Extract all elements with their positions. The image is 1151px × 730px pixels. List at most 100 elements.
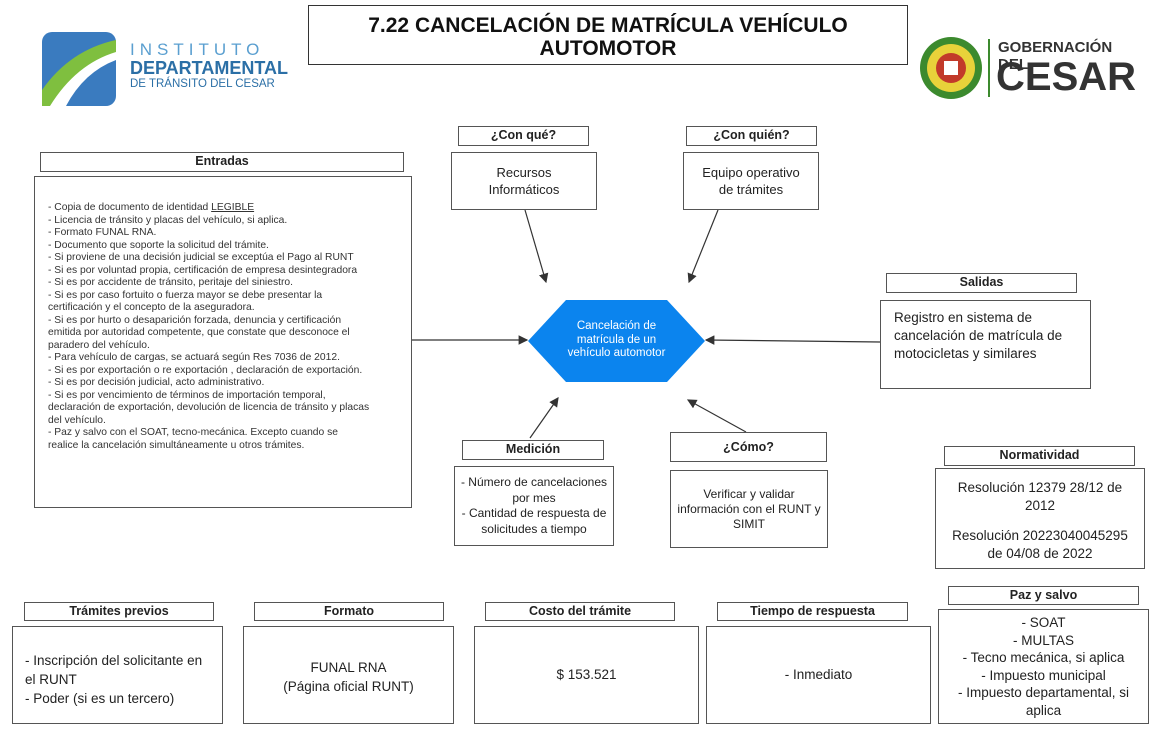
tiempo-box: - Inmediato <box>706 626 931 724</box>
process-node-text: Cancelación de matrícula de un vehículo … <box>528 320 705 361</box>
entradas-line-0-emph: LEGIBLE <box>211 202 255 213</box>
entradas-box: - Copia de documento de identidad LEGIBL… <box>34 176 412 508</box>
institute-logo-line2: DEPARTAMENTAL <box>130 58 288 78</box>
arrow-salidas <box>704 335 881 345</box>
salidas-line1: Registro en sistema de <box>894 310 1033 325</box>
paz-y-salvo-item: - Impuesto departamental, si <box>957 685 1130 700</box>
arrow-con-quien <box>687 209 719 284</box>
entradas-line: - Si es por voluntad propia, certificaci… <box>48 264 358 276</box>
entradas-line-0: - Copia de documento de identidad LEGIBL… <box>48 202 403 215</box>
entradas-line: - Si es por hurto o desaparición forzada… <box>48 314 342 326</box>
paz-y-salvo-label: Paz y salvo <box>948 586 1139 605</box>
tiempo-label: Tiempo de respuesta <box>717 602 908 621</box>
entradas-line: declaración de exportación, devolución d… <box>48 402 370 413</box>
divider <box>988 39 990 97</box>
normatividad-line1: Resolución 12379 28/12 de <box>957 480 1123 495</box>
medicion-line1: - Número de cancelaciones <box>460 475 608 489</box>
como-line3: SIMIT <box>733 517 765 531</box>
institute-logo-line3: DE TRÁNSITO DEL CESAR <box>130 78 275 90</box>
paz-y-salvo-item: - Impuesto municipal <box>981 667 1106 683</box>
con-quien-box: Equipo operativo de trámites <box>683 152 819 210</box>
paz-y-salvo-box: - SOAT - MULTAS - Tecno mecánica, si apl… <box>938 609 1149 724</box>
salidas-label: Salidas <box>886 273 1077 293</box>
entradas-line: - Si es por decisión judicial, acto admi… <box>48 377 265 388</box>
entradas-line: realice la cancelación simultáneamente u… <box>48 439 305 451</box>
arrow-como <box>686 399 747 433</box>
hexagon-shape <box>528 300 705 382</box>
entradas-line: - Documento que soporte la solicitud del… <box>48 239 269 251</box>
con-quien-line2: de trámites <box>718 182 784 197</box>
process-node: Cancelación de matrícula de un vehículo … <box>528 300 705 382</box>
con-que-label: ¿Con qué? <box>458 126 589 146</box>
government-logo: GOBERNACIÓN DEL CESAR <box>918 35 1143 101</box>
con-que-line2: Informáticos <box>488 182 560 197</box>
formato-label: Formato <box>254 602 444 621</box>
como-box: Verificar y validar información con el R… <box>670 470 828 548</box>
government-logo-line2: CESAR <box>996 55 1137 99</box>
medicion-line3: - Cantidad de respuesta de <box>461 506 607 520</box>
con-que-line1: Recursos <box>496 165 552 180</box>
normatividad-label: Normatividad <box>944 446 1135 466</box>
arrow-con-que <box>524 209 549 284</box>
medicion-box: - Número de cancelaciones por mes - Cant… <box>454 466 614 546</box>
salidas-box: Registro en sistema de cancelación de ma… <box>880 300 1091 389</box>
tramites-previos-label: Trámites previos <box>24 602 214 621</box>
entradas-label: Entradas <box>40 152 404 172</box>
medicion-line2: por mes <box>512 490 556 505</box>
como-line1: Verificar y validar <box>703 487 795 501</box>
page-title-line2: AUTOMOTOR <box>539 37 677 60</box>
formato-line1: FUNAL RNA <box>310 660 387 675</box>
medicion-label: Medición <box>462 440 604 460</box>
spacer <box>936 515 1144 527</box>
entradas-line: - Si es por exportación o re exportación… <box>48 364 363 376</box>
formato-line2: (Página oficial RUNT) <box>283 679 414 694</box>
institute-logo-line1: INSTITUTO <box>130 40 265 59</box>
entradas-line: - Paz y salvo con el SOAT, tecno-mecánic… <box>48 427 338 438</box>
medicion-line4: solicitudes a tiempo <box>481 521 587 536</box>
page-title: 7.22 CANCELACIÓN DE MATRÍCULA VEHÍCULO A… <box>308 5 908 65</box>
paz-y-salvo-item: - SOAT <box>1021 615 1066 630</box>
salidas-line3: motocicletas y similares <box>894 346 1037 361</box>
normatividad-box: Resolución 12379 28/12 de 2012 Resolució… <box>935 468 1145 569</box>
entradas-line: - Si es por accidente de tránsito, perit… <box>48 277 293 288</box>
formato-box: FUNAL RNA (Página oficial RUNT) <box>243 626 454 724</box>
normatividad-line3: Resolución 20223040045295 <box>952 528 1128 543</box>
normatividad-line2: 2012 <box>1024 498 1056 513</box>
page-title-line1: 7.22 CANCELACIÓN DE MATRÍCULA VEHÍCULO <box>368 14 848 37</box>
como-line2: información con el RUNT y <box>677 502 821 516</box>
entradas-line: del vehículo. <box>48 414 106 426</box>
road-logo-icon <box>42 32 116 106</box>
entradas-line: - Licencia de tránsito y placas del vehí… <box>48 214 288 226</box>
institute-logo: INSTITUTO DEPARTAMENTAL DE TRÁNSITO DEL … <box>40 30 300 110</box>
entradas-line: - Si es por vencimiento de términos de i… <box>48 389 326 401</box>
costo-label: Costo del trámite <box>485 602 675 621</box>
salidas-line2: cancelación de matrícula de <box>894 328 1063 343</box>
tramites-previos-line2: el RUNT <box>25 672 77 687</box>
tramites-previos-line3: - Poder (si es un tercero) <box>25 691 175 706</box>
normatividad-line4: de 04/08 de 2022 <box>987 546 1093 561</box>
entradas-line: paradero del vehículo. <box>48 339 150 351</box>
process-node-line3: vehículo automotor <box>567 347 666 359</box>
paz-y-salvo-item: - Tecno mecánica, si aplica <box>962 650 1125 665</box>
con-quien-line1: Equipo operativo <box>702 165 800 180</box>
costo-box: $ 153.521 <box>474 626 699 724</box>
como-label: ¿Cómo? <box>670 432 827 462</box>
entradas-line: - Formato FUNAL RNA. <box>48 227 157 238</box>
con-que-box: Recursos Informáticos <box>451 152 597 210</box>
entradas-line: certificación y el concepto de la asegur… <box>48 302 255 313</box>
process-node-line1: Cancelación de <box>576 320 657 332</box>
paz-y-salvo-item: aplica <box>1025 702 1062 718</box>
entradas-line-0-prefix: - Copia de documento de identidad <box>48 202 212 213</box>
entradas-line: - Para vehículo de cargas, se actuará se… <box>48 352 340 363</box>
tramites-previos-line1: - Inscripción del solicitante en <box>25 653 203 668</box>
tramites-previos-box: - Inscripción del solicitante en el RUNT… <box>12 626 223 724</box>
entradas-line: - Si proviene de una decisión judicial s… <box>48 252 354 263</box>
entradas-line: - Si es por caso fortuito o fuerza mayor… <box>48 289 323 301</box>
tiempo-value: - Inmediato <box>784 667 853 682</box>
process-node-line2: matrícula de un <box>576 333 657 346</box>
government-logo-line1: GOBERNACIÓN DEL <box>998 39 1113 73</box>
costo-value: $ 153.521 <box>556 667 617 682</box>
coat-of-arms-icon <box>920 37 982 99</box>
con-quien-label: ¿Con quién? <box>686 126 817 146</box>
